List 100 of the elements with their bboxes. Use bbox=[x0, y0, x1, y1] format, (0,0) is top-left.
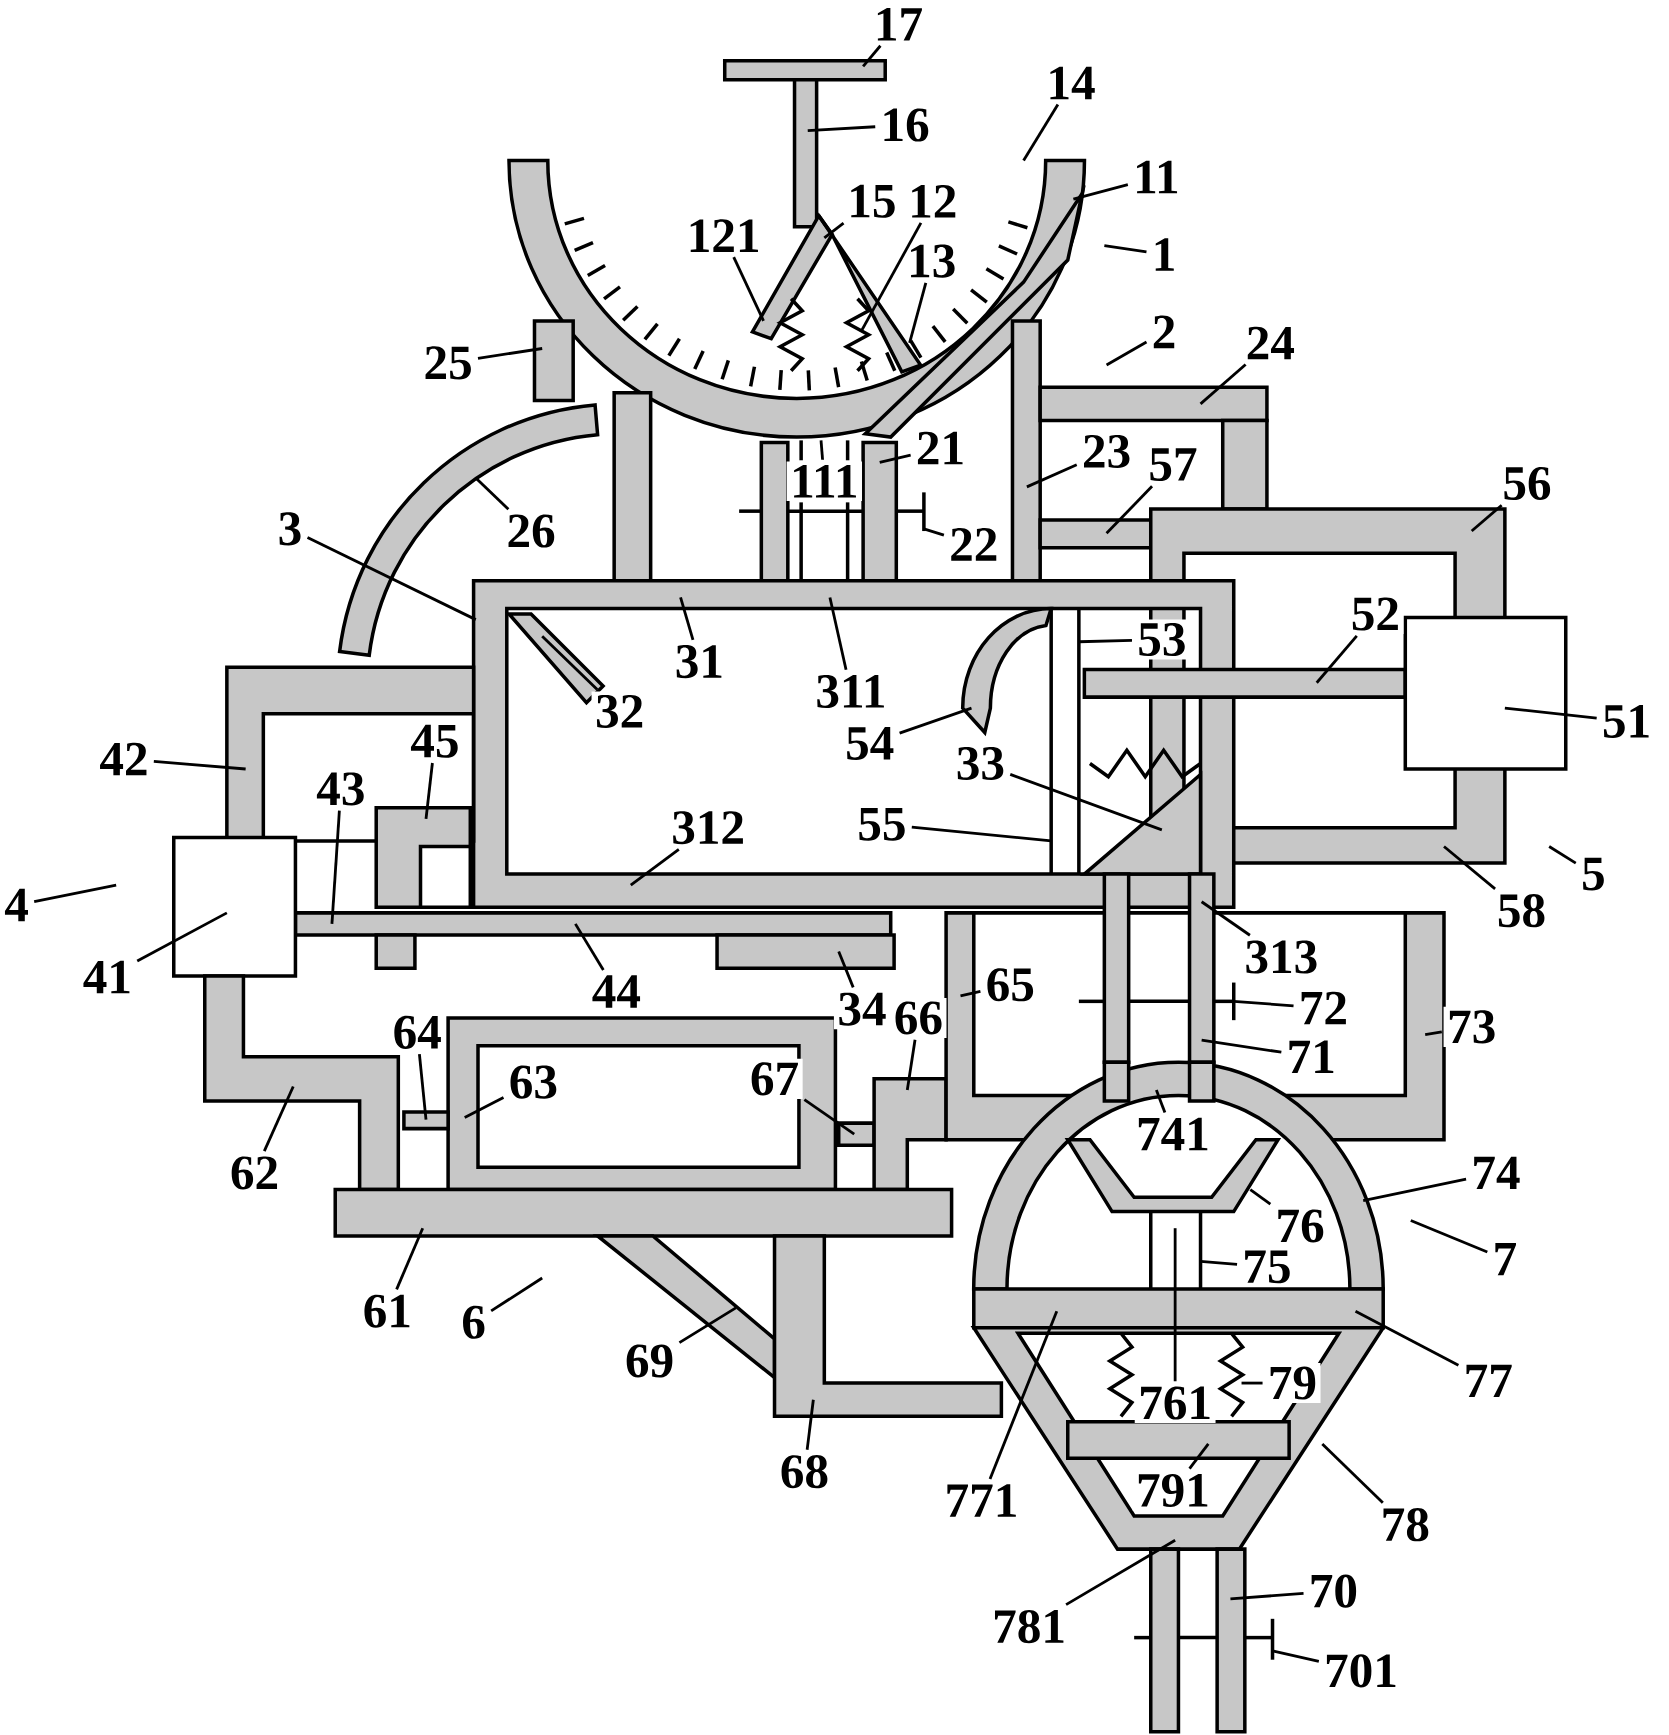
callout-number: 3 bbox=[274, 508, 306, 549]
callout-number: 17 bbox=[870, 4, 927, 44]
leader-line bbox=[475, 476, 510, 511]
leader-line bbox=[679, 597, 695, 641]
callout-number: 66 bbox=[890, 997, 947, 1038]
motor-box bbox=[1403, 615, 1568, 771]
leader-line bbox=[837, 951, 855, 988]
callout-number: 61 bbox=[359, 1291, 416, 1332]
leader-line bbox=[1022, 103, 1060, 162]
leader-line bbox=[678, 1306, 737, 1344]
leader-line bbox=[1321, 1442, 1384, 1504]
leader-line bbox=[823, 221, 845, 239]
curved-fin bbox=[961, 606, 1054, 735]
callout-number: 781 bbox=[988, 1606, 1070, 1647]
callout-number: 5 bbox=[1577, 854, 1610, 894]
callout-number: 65 bbox=[982, 964, 1039, 1005]
callout-number: 25 bbox=[420, 342, 477, 383]
leader-line bbox=[630, 848, 680, 887]
leader-line bbox=[732, 256, 765, 322]
callout-number: 4 bbox=[0, 885, 33, 925]
callout-number: 77 bbox=[1460, 1361, 1517, 1401]
leader-line bbox=[1272, 1649, 1320, 1663]
callout-number: 22 bbox=[945, 524, 1003, 565]
callout-number: 741 bbox=[1132, 1114, 1214, 1154]
callout-number: 58 bbox=[1493, 890, 1550, 931]
leader-line bbox=[899, 706, 973, 735]
callout-number: 41 bbox=[79, 957, 136, 997]
leader-line bbox=[1073, 183, 1129, 201]
callout-number: 70 bbox=[1305, 1571, 1362, 1612]
block bbox=[402, 1110, 451, 1131]
callout-number: 23 bbox=[1078, 431, 1135, 472]
callout-number: 44 bbox=[588, 971, 645, 1012]
leader-line bbox=[805, 1399, 815, 1450]
partition-plate bbox=[972, 1287, 1386, 1330]
leader-line bbox=[1105, 485, 1154, 535]
leader-line bbox=[418, 1054, 428, 1120]
leader-line bbox=[1470, 504, 1503, 533]
leader-line bbox=[879, 453, 912, 464]
callout-number: 51 bbox=[1598, 701, 1655, 742]
outlet-pipe bbox=[1149, 1547, 1247, 1734]
leader-line bbox=[424, 762, 434, 819]
leader-line bbox=[906, 1039, 917, 1091]
callout-number: 72 bbox=[1295, 988, 1352, 1028]
press-plate bbox=[1066, 1420, 1292, 1461]
callout-number: 312 bbox=[667, 807, 749, 848]
leader-line bbox=[1249, 1188, 1272, 1206]
callout-number: 76 bbox=[1272, 1205, 1329, 1247]
block bbox=[715, 933, 897, 970]
callout-number: 42 bbox=[96, 739, 153, 779]
leader-line bbox=[1188, 1443, 1210, 1470]
block bbox=[374, 805, 473, 910]
callout-number: 24 bbox=[1242, 323, 1299, 363]
motor-box bbox=[172, 835, 298, 978]
spring bbox=[1106, 1332, 1136, 1418]
leader-line bbox=[1548, 845, 1577, 865]
leader-line bbox=[1241, 1381, 1263, 1385]
callout-number: 13 bbox=[903, 241, 960, 282]
leader-line bbox=[1315, 634, 1359, 684]
callout-number: 6 bbox=[458, 1302, 490, 1343]
callout-number: 43 bbox=[312, 768, 370, 809]
spring bbox=[1217, 1332, 1247, 1418]
leader-line bbox=[395, 1227, 425, 1290]
leader-line bbox=[1155, 1089, 1167, 1114]
callout-number: 69 bbox=[621, 1340, 678, 1381]
leader-line bbox=[1009, 773, 1163, 832]
callout-number: 31 bbox=[671, 641, 728, 682]
leader-line bbox=[464, 1096, 505, 1119]
leader-line bbox=[1504, 706, 1598, 720]
callout-number: 2 bbox=[1148, 312, 1181, 352]
leader-line bbox=[1425, 1030, 1443, 1036]
callout-number: 14 bbox=[1043, 63, 1100, 103]
leader-line bbox=[1199, 363, 1247, 405]
leader-line bbox=[153, 760, 246, 771]
leader-line bbox=[1233, 999, 1294, 1008]
callout-number: 45 bbox=[407, 721, 464, 762]
callout-number: 313 bbox=[1241, 937, 1322, 978]
leader-line bbox=[862, 44, 882, 68]
callout-number: 12 bbox=[904, 181, 962, 222]
callout-number: 63 bbox=[505, 1062, 562, 1103]
callout-number: 75 bbox=[1239, 1247, 1296, 1287]
callout-number: 311 bbox=[812, 671, 891, 712]
leader-line bbox=[307, 536, 477, 621]
callout-number: 64 bbox=[389, 1012, 446, 1053]
leader-line bbox=[988, 1310, 1059, 1480]
callout-number: 74 bbox=[1468, 1153, 1525, 1193]
callout-number: 26 bbox=[503, 511, 560, 552]
callout-number: 78 bbox=[1377, 1504, 1434, 1545]
leader-line bbox=[1201, 1038, 1282, 1054]
leader-line bbox=[911, 825, 1052, 843]
callout-number: 68 bbox=[776, 1451, 833, 1492]
curved-pipe bbox=[338, 403, 600, 657]
leader-line bbox=[1104, 244, 1147, 254]
callout-number: 701 bbox=[1320, 1650, 1402, 1691]
leader-line bbox=[574, 923, 605, 971]
spring bbox=[776, 297, 807, 372]
callout-number: 15 bbox=[844, 181, 901, 222]
callout-number: 54 bbox=[841, 723, 898, 764]
callout-number: 73 bbox=[1443, 1006, 1500, 1047]
leader-line bbox=[136, 911, 228, 963]
callout-number: 57 bbox=[1145, 444, 1202, 485]
